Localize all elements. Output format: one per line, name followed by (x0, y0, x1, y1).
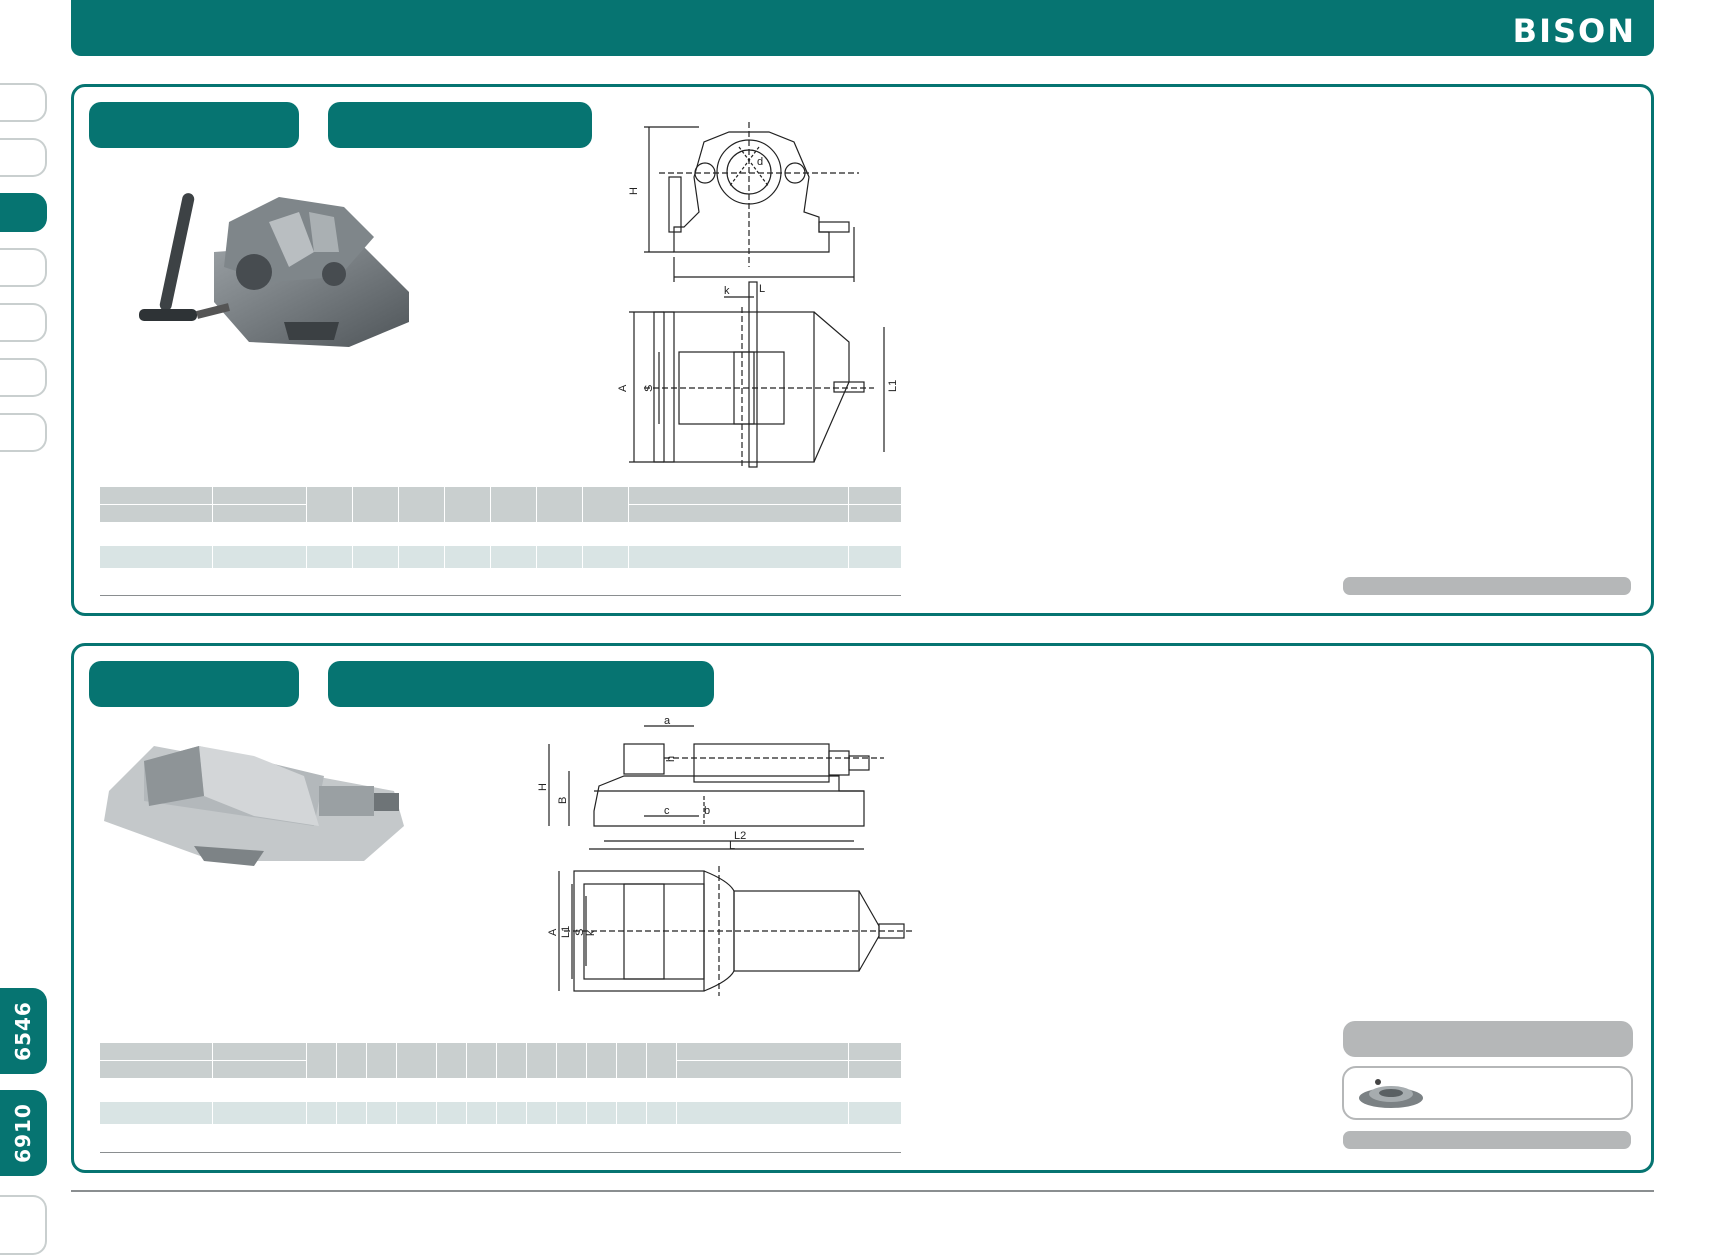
accessory-item-card[interactable] (1342, 1066, 1633, 1120)
footer-rule (71, 1190, 1654, 1192)
svg-text:k: k (724, 285, 730, 297)
side-tab-2[interactable] (0, 138, 47, 177)
accessory-bar (1343, 577, 1631, 595)
side-tab-bottom[interactable] (0, 1195, 47, 1255)
technical-drawing-top-view: A L1 S k (547, 866, 914, 996)
table-bottom-rule (100, 595, 901, 596)
svg-text:A: A (547, 928, 559, 936)
table-header-row (100, 1060, 902, 1078)
product-panel-2: a h H B c b L2 L A L1 S k (71, 643, 1654, 1173)
product-photo-machine-vise (104, 746, 404, 866)
svg-text:B: B (557, 797, 569, 804)
svg-text:L: L (759, 283, 765, 295)
svg-text:L1: L1 (560, 926, 572, 938)
table-row (100, 546, 902, 568)
accessory-bar (1343, 1131, 1631, 1149)
svg-text:k: k (585, 930, 597, 936)
product-photo-tilting-vise (139, 193, 409, 347)
technical-drawing-top-view: k A S L1 (617, 281, 899, 468)
svg-text:A: A (617, 384, 629, 392)
product-panel-1: H L d k A S L1 (71, 84, 1654, 616)
svg-text:S: S (643, 385, 655, 392)
svg-text:a: a (664, 715, 671, 727)
side-tab-6910[interactable]: 6910 (0, 1090, 47, 1176)
svg-text:H: H (537, 783, 549, 791)
svg-text:c: c (664, 805, 670, 817)
technical-drawing-side-view: a h H B c b L2 L (537, 715, 884, 852)
side-tab-active[interactable] (0, 193, 47, 232)
product-code-pill (89, 661, 299, 707)
table-header-row (100, 504, 902, 522)
table-header-row (100, 487, 902, 522)
table-row (100, 1078, 902, 1102)
side-tab-6[interactable] (0, 358, 47, 397)
table-row (100, 522, 902, 546)
side-tab-7[interactable] (0, 413, 47, 452)
side-tab-6546[interactable]: 6546 (0, 988, 47, 1074)
rotary-base-icon (1359, 1079, 1423, 1108)
accessory-header-bar (1343, 1021, 1633, 1057)
spec-table-1 (100, 487, 902, 568)
header-bar: BISON (71, 0, 1654, 56)
svg-text:d: d (757, 156, 763, 168)
table-row (100, 1102, 902, 1124)
spec-table-2 (100, 1043, 902, 1124)
svg-text:L: L (729, 840, 735, 852)
side-tab-5[interactable] (0, 303, 47, 342)
table-header-row (100, 1043, 902, 1078)
svg-text:h: h (665, 756, 677, 762)
svg-text:b: b (704, 805, 710, 817)
svg-text:S: S (574, 929, 586, 936)
svg-text:H: H (628, 187, 640, 195)
svg-text:L2: L2 (734, 830, 746, 842)
table-bottom-rule (100, 1152, 901, 1153)
side-tab-1[interactable] (0, 83, 47, 122)
product-title-pill (328, 102, 592, 148)
svg-text:L1: L1 (887, 380, 899, 392)
product-title-pill (328, 661, 714, 707)
technical-drawing-side-view: H L d (628, 122, 859, 295)
side-tab-4[interactable] (0, 248, 47, 287)
product-code-pill (89, 102, 299, 148)
brand-logo: BISON (1512, 12, 1636, 50)
